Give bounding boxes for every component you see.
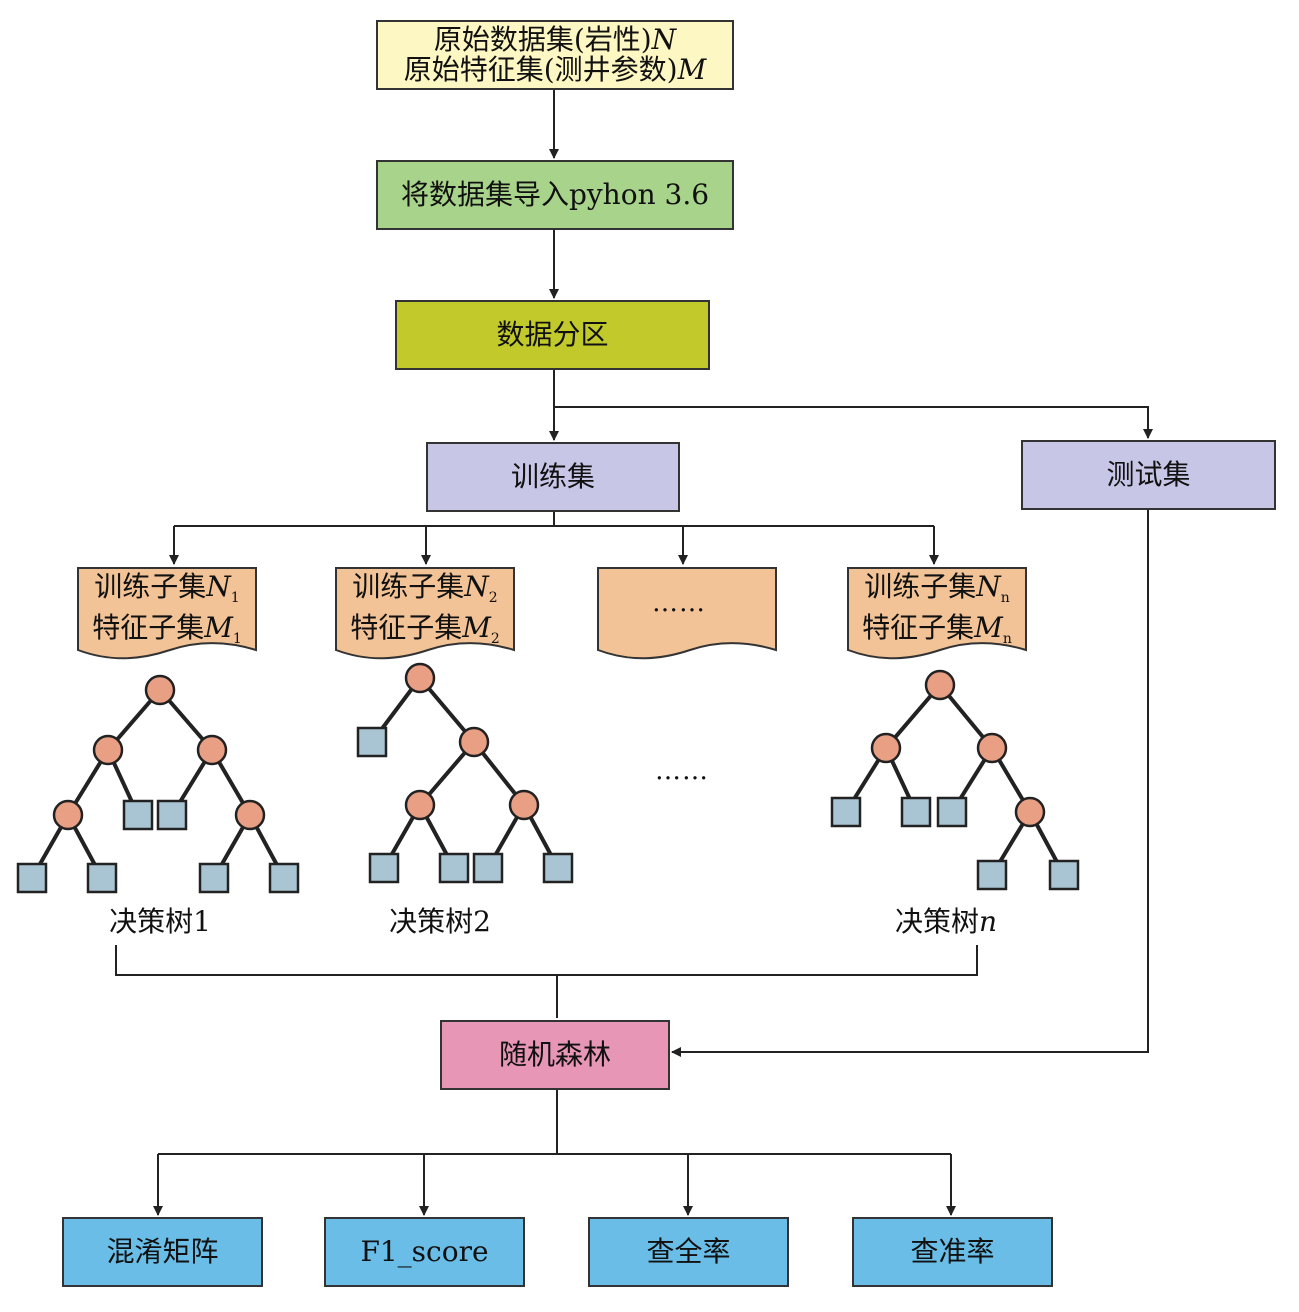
metric-f1-score: F1_score xyxy=(324,1217,525,1287)
tree-n-label-text: 决策树 xyxy=(894,905,979,938)
tree2-leaf xyxy=(368,852,400,884)
tree-n-label: 决策树n xyxy=(846,900,1046,940)
subset-1-sample-text: 训练子集 xyxy=(94,570,207,603)
subset-1-sample-sub: 1 xyxy=(230,590,240,606)
tree1-leaf xyxy=(122,799,154,831)
subset-1-feature-var: M xyxy=(204,611,233,644)
treen-leaf xyxy=(830,796,862,828)
tree1-node-root xyxy=(144,674,176,706)
subset-2-sample: 训练子集N2 xyxy=(336,572,514,613)
tree2-node xyxy=(508,789,540,821)
decision-tree-n xyxy=(844,683,1066,877)
metric-confusion-matrix: 混淆矩阵 xyxy=(62,1217,263,1287)
decision-tree-2 xyxy=(370,676,560,869)
metric-precision: 查准率 xyxy=(852,1217,1053,1287)
metric-recall: 查全率 xyxy=(588,1217,789,1287)
dataset-line-2: 原始特征集(测井参数)M xyxy=(404,55,707,85)
subset-n-sample: 训练子集Nn xyxy=(848,572,1026,613)
subset-shape-2 xyxy=(335,567,515,660)
tree-n-label-var: n xyxy=(978,905,998,938)
tree2-leaf xyxy=(542,852,574,884)
dataset-line-1-var: N xyxy=(651,23,677,56)
subset-n-feature: 特征子集Mn xyxy=(848,613,1026,654)
treen-node-root xyxy=(924,669,956,701)
tree2-node xyxy=(404,789,436,821)
tree-1-label: 决策树1 xyxy=(109,905,211,938)
tree2-node-root xyxy=(404,662,436,694)
dataset-line-2-text: 原始特征集(测井参数) xyxy=(403,53,678,86)
decision-tree-1 xyxy=(30,688,286,879)
subset-n-feature-sub: n xyxy=(1002,631,1012,647)
treen-leaf xyxy=(976,859,1008,891)
tree-ellipsis: …… xyxy=(655,756,709,786)
tree1-node xyxy=(196,734,228,766)
random-forest-box: 随机森林 xyxy=(440,1020,670,1090)
arrow-partition-to-test xyxy=(554,406,1153,439)
tree2-leaf xyxy=(472,852,504,884)
subset-n-feature-text: 特征子集 xyxy=(862,611,975,644)
subset-shape-1 xyxy=(77,567,257,660)
subset-1-text: 训练子集N1 特征子集M1 xyxy=(78,572,256,654)
tree2-node xyxy=(458,726,490,758)
arrow-test-to-forest xyxy=(671,510,1149,1057)
tree2-leaf xyxy=(356,726,388,758)
subset-2-sample-text: 训练子集 xyxy=(352,570,465,603)
subset-2-feature-var: M xyxy=(462,611,491,644)
subset-n-sample-var: N xyxy=(976,570,1001,603)
test-set-box: 测试集 xyxy=(1021,440,1276,510)
subset-n-feature-var: M xyxy=(974,611,1003,644)
treen-leaf xyxy=(936,796,968,828)
subset-2-sample-var: N xyxy=(464,570,489,603)
subset-shape-ellipsis xyxy=(597,567,777,660)
subset-n-text: 训练子集Nn 特征子集Mn xyxy=(848,572,1026,654)
original-dataset-box: 原始数据集(岩性)N 原始特征集(测井参数)M xyxy=(376,20,734,90)
subset-1-sample: 训练子集N1 xyxy=(78,572,256,613)
treen-node xyxy=(870,732,902,764)
tree1-leaf xyxy=(268,862,300,894)
treen-leaf xyxy=(900,796,932,828)
tree1-leaf xyxy=(198,862,230,894)
subset-2-sample-sub: 2 xyxy=(488,590,498,606)
training-set-box: 训练集 xyxy=(426,442,680,512)
tree1-node xyxy=(52,799,84,831)
subset-1-feature-sub: 1 xyxy=(232,631,242,647)
tree1-leaf xyxy=(86,862,118,894)
dataset-line-2-var: M xyxy=(677,53,707,86)
data-partition-box: 数据分区 xyxy=(395,300,710,370)
subset-n-sample-sub: n xyxy=(1000,590,1010,606)
subset-2-feature-text: 特征子集 xyxy=(350,611,463,644)
subset-n-sample-text: 训练子集 xyxy=(864,570,977,603)
subset-1-sample-var: N xyxy=(206,570,231,603)
tree2-leaf xyxy=(438,852,470,884)
subset-shape-n xyxy=(847,567,1027,660)
subset-ellipsis: …… xyxy=(652,588,706,618)
tree-2-label: 决策树2 xyxy=(389,905,491,938)
subset-2-text: 训练子集N2 特征子集M2 xyxy=(336,572,514,654)
tree1-leaf xyxy=(156,799,188,831)
subset-1-feature: 特征子集M1 xyxy=(78,613,256,654)
subset-2-feature-sub: 2 xyxy=(490,631,500,647)
connector-trees-bus xyxy=(115,945,978,976)
treen-leaf xyxy=(1048,859,1080,891)
dataset-line-1: 原始数据集(岩性)N xyxy=(434,25,676,55)
dataset-line-1-text: 原始数据集(岩性) xyxy=(433,23,652,56)
tree1-node xyxy=(92,734,124,766)
treen-node xyxy=(976,732,1008,764)
subset-2-feature: 特征子集M2 xyxy=(336,613,514,654)
treen-node xyxy=(1014,796,1046,828)
tree1-node xyxy=(234,799,266,831)
tree1-leaf xyxy=(16,862,48,894)
subset-1-feature-text: 特征子集 xyxy=(92,611,205,644)
import-dataset-box: 将数据集导入pyhon 3.6 xyxy=(376,160,734,230)
